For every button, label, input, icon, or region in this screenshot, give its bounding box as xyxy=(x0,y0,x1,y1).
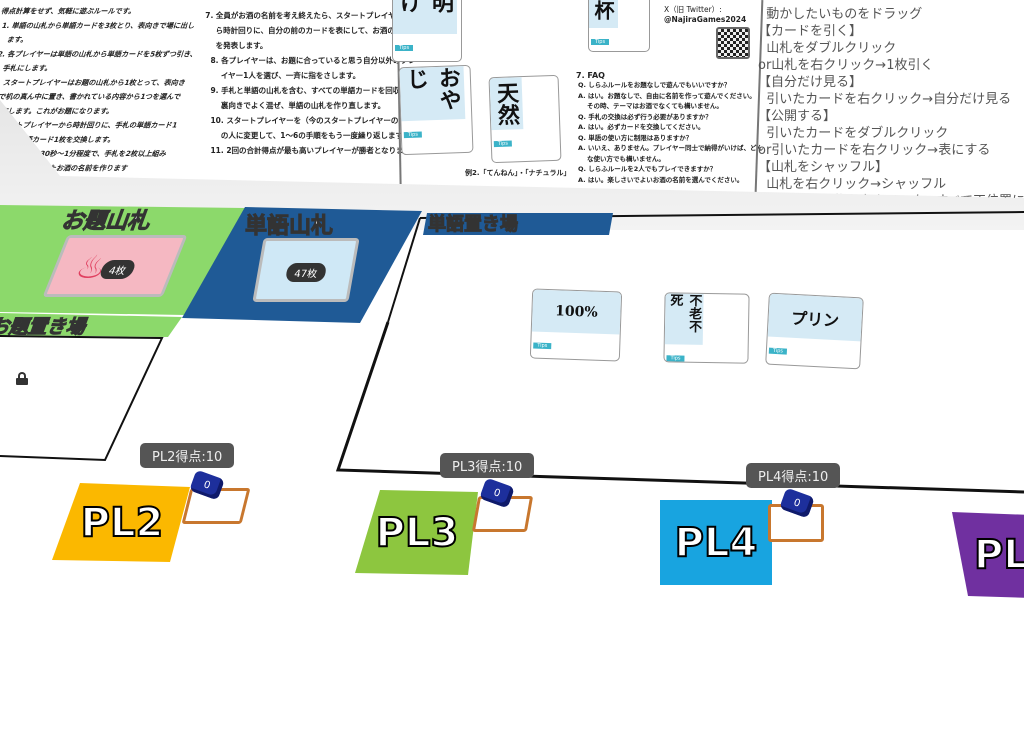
word-deck-count: 47枚 xyxy=(284,263,327,282)
twitter-label: X（旧 Twitter）: xyxy=(664,5,722,14)
lock-icon[interactable] xyxy=(16,372,28,385)
example-caption: 例2.「てんねん」・「ナチュラル」 xyxy=(465,169,571,177)
twitter-handle: @NajiraGames2024 xyxy=(664,15,747,24)
faq-text: Q. しらふルールをお題なしで遊んでもいいですか？ A. はい。お題なしで、自由… xyxy=(578,81,763,184)
rules-middle-text: 7. 全員がお酒の名前を考え終えたら、スタートプレイヤーか ら時計回りに、自分の… xyxy=(205,11,421,155)
topic-deck[interactable]: ♨ 4枚 xyxy=(42,235,188,297)
faq-title: 7. FAQ xyxy=(576,71,605,80)
word-place-label: 単語置き場 xyxy=(428,214,519,236)
word-card[interactable]: 100%Tips xyxy=(529,288,623,362)
qr-code xyxy=(716,27,750,59)
topic-place-outline xyxy=(0,335,164,462)
pl4-area[interactable]: PL4 xyxy=(660,500,772,585)
rulebook-sheet[interactable]: 得点計算をせず、気軽に遊ぶルールです。 1. 単語の山札から単語カードを3枚とり… xyxy=(0,0,1024,198)
word-place-label-tab xyxy=(423,213,613,235)
topic-place-label-strip xyxy=(0,313,182,337)
controls-guide: 動かしたいものをドラッグ 【カードを引く】 山札をダブルクリック or山札を右ク… xyxy=(758,7,1024,198)
pl4-score: PL4得点:10 xyxy=(746,463,841,488)
pl2-score: PL2得点:10 xyxy=(140,443,235,468)
word-deck[interactable]: 47枚 xyxy=(252,238,360,302)
pl3-score: PL3得点:10 xyxy=(440,453,535,478)
word-deck-label: 単語山札 xyxy=(244,214,334,240)
